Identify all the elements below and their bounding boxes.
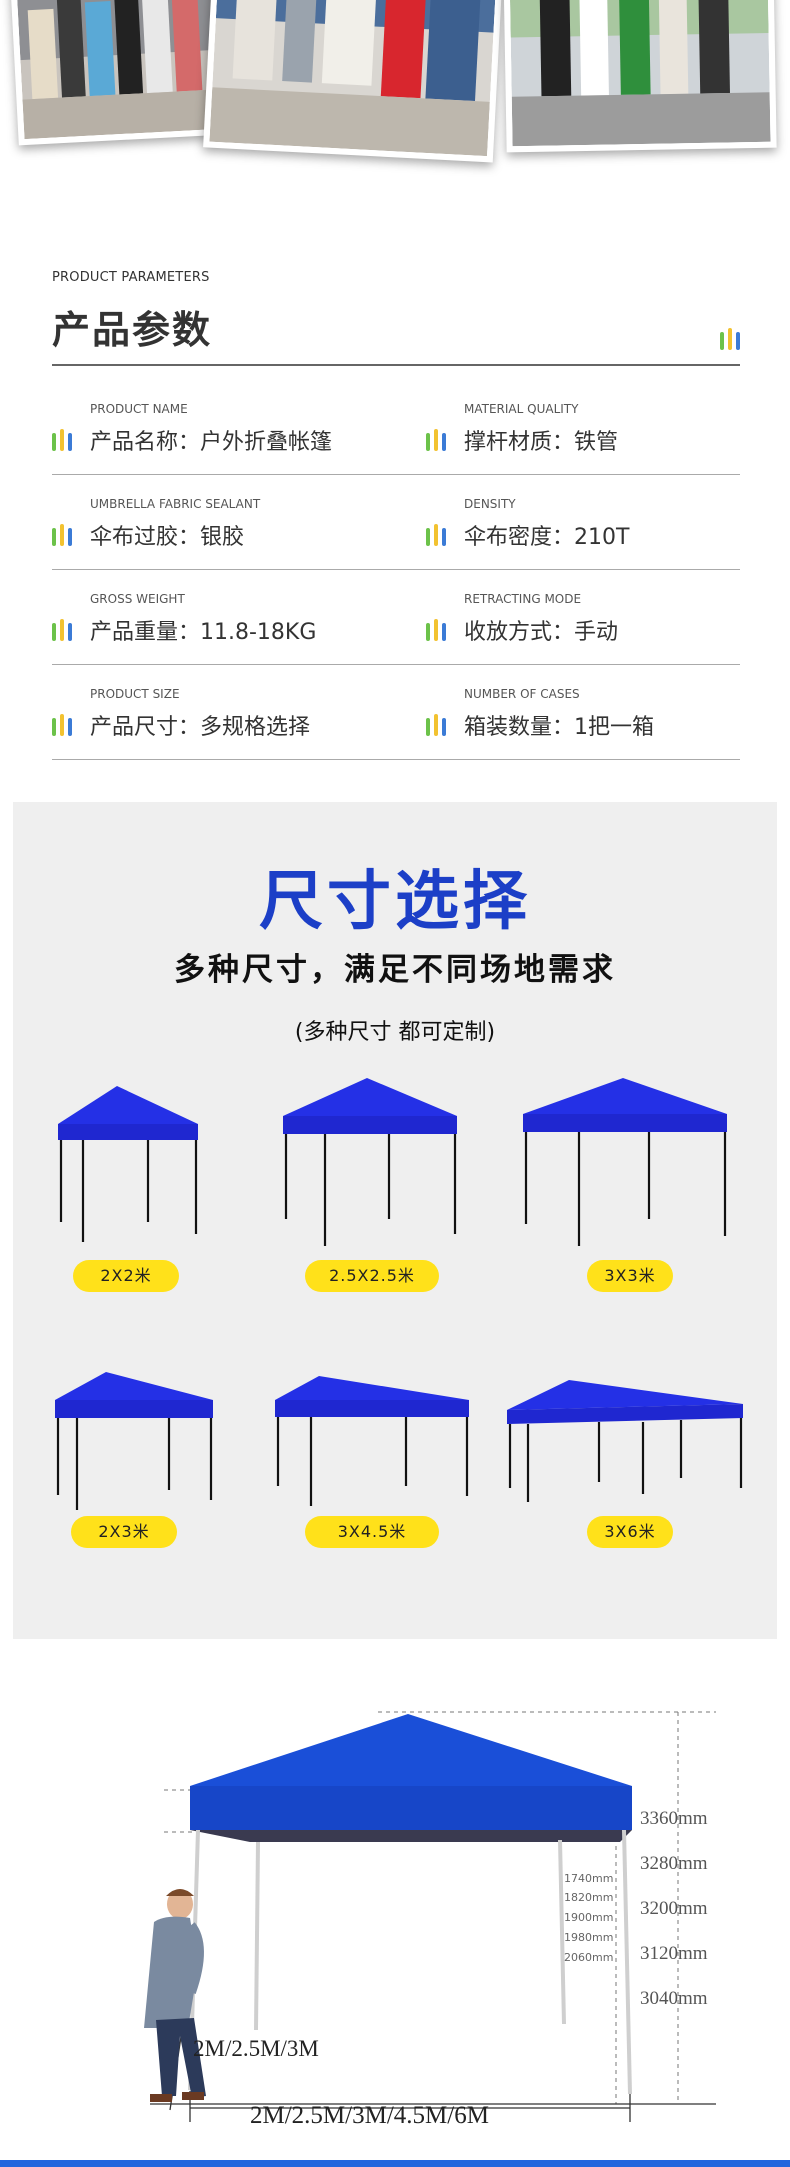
parameter-material-quality: MATERIAL QUALITY 撑杆材质：铁管 bbox=[426, 380, 770, 475]
parameter-value: 伞布过胶：银胶 bbox=[90, 525, 245, 550]
parameter-value: 产品重量：11.8-18KG bbox=[90, 620, 317, 645]
three-bars-icon bbox=[720, 328, 740, 350]
width-label: 2M/2.5M/3M/4.5M/6M bbox=[250, 2102, 489, 2129]
parameter-label-en: GROSS WEIGHT bbox=[90, 592, 185, 606]
parameter-value: 产品名称：户外折叠帐篷 bbox=[90, 430, 333, 455]
three-bars-icon bbox=[426, 429, 446, 451]
three-bars-icon bbox=[426, 619, 446, 641]
size-option-2.5x2.5[interactable]: 2.5X2.5米 bbox=[305, 1260, 439, 1292]
three-bars-icon bbox=[426, 524, 446, 546]
parameter-row: GROSS WEIGHT 产品重量：11.8-18KG RETRACTING M… bbox=[52, 570, 740, 665]
parameter-label-en: UMBRELLA FABRIC SEALANT bbox=[90, 497, 261, 511]
parameter-number-of-cases: NUMBER OF CASES 箱装数量：1把一箱 bbox=[426, 665, 770, 760]
tent-2x2-icon bbox=[53, 1082, 203, 1247]
tent-3x6-icon bbox=[503, 1378, 747, 1513]
three-bars-icon bbox=[52, 429, 72, 451]
size-option-3x4.5[interactable]: 3X4.5米 bbox=[305, 1516, 439, 1548]
parameter-label-en: MATERIAL QUALITY bbox=[464, 402, 579, 416]
size-selection-title: 尺寸选择 bbox=[259, 865, 531, 939]
size-option-3x3[interactable]: 3X3米 bbox=[587, 1260, 673, 1292]
depth-label: 2M/2.5M/3M bbox=[193, 2036, 319, 2061]
parameter-label-en: PRODUCT NAME bbox=[90, 402, 188, 416]
parameter-value: 箱装数量：1把一箱 bbox=[464, 715, 654, 740]
tent-3x4.5-icon bbox=[271, 1374, 473, 1514]
parameter-fabric-sealant: UMBRELLA FABRIC SEALANT 伞布过胶：银胶 bbox=[52, 475, 396, 570]
dimension-diagram: 3360mm 3280mm 3200mm 3120mm 3040mm 1740m… bbox=[0, 1690, 790, 2167]
size-option-3x6[interactable]: 3X6米 bbox=[587, 1516, 673, 1548]
parameter-label-en: DENSITY bbox=[464, 497, 516, 511]
three-bars-icon bbox=[426, 714, 446, 736]
parameter-retracting-mode: RETRACTING MODE 收放方式：手动 bbox=[426, 570, 770, 665]
photo-strip bbox=[0, 0, 790, 185]
three-bars-icon bbox=[52, 619, 72, 641]
height-total-3: 3200mm bbox=[640, 1898, 708, 1919]
size-selection-panel: 尺寸选择 多种尺寸，满足不同场地需求 (多种尺寸 都可定制) 2X2米 bbox=[13, 802, 777, 1639]
parameter-gross-weight: GROSS WEIGHT 产品重量：11.8-18KG bbox=[52, 570, 396, 665]
three-bars-icon bbox=[52, 714, 72, 736]
parameter-product-size: PRODUCT SIZE 产品尺寸：多规格选择 bbox=[52, 665, 396, 760]
crowd-photo-right bbox=[503, 0, 777, 153]
bottom-accent-bar bbox=[0, 2160, 790, 2167]
parameter-row: UMBRELLA FABRIC SEALANT 伞布过胶：银胶 DENSITY … bbox=[52, 475, 740, 570]
parameter-row: PRODUCT NAME 产品名称：户外折叠帐篷 MATERIAL QUALIT… bbox=[52, 380, 740, 475]
height-eave-2: 1820mm bbox=[564, 1891, 614, 1904]
parameter-value: 收放方式：手动 bbox=[464, 620, 619, 645]
parameter-value: 撑杆材质：铁管 bbox=[464, 430, 619, 455]
height-total-4: 3120mm bbox=[640, 1943, 708, 1964]
parameter-row: PRODUCT SIZE 产品尺寸：多规格选择 NUMBER OF CASES … bbox=[52, 665, 740, 760]
product-parameters: PRODUCT PARAMETERS 产品参数 PRODUCT NAME 产品名… bbox=[52, 270, 740, 760]
size-option-2x3[interactable]: 2X3米 bbox=[71, 1516, 177, 1548]
size-selection-note: (多种尺寸 都可定制) bbox=[294, 1020, 496, 1045]
parameter-label-en: RETRACTING MODE bbox=[464, 592, 582, 606]
height-eave-1: 1740mm bbox=[564, 1872, 614, 1885]
parameters-title: 产品参数 bbox=[52, 308, 213, 352]
parameter-label-en: NUMBER OF CASES bbox=[464, 687, 580, 701]
parameter-label-en: PRODUCT SIZE bbox=[90, 687, 180, 701]
height-total-1: 3360mm bbox=[640, 1808, 708, 1829]
three-bars-icon bbox=[52, 524, 72, 546]
height-eave-5: 2060mm bbox=[564, 1951, 614, 1964]
size-option-2x2[interactable]: 2X2米 bbox=[73, 1260, 179, 1292]
size-selection-subtitle: 多种尺寸，满足不同场地需求 bbox=[174, 952, 616, 988]
tent-2x3-icon bbox=[51, 1370, 217, 1515]
parameters-header-en: PRODUCT PARAMETERS bbox=[52, 270, 210, 285]
parameters-divider bbox=[52, 364, 740, 366]
tent-3x3-icon bbox=[519, 1074, 731, 1249]
height-eave-4: 1980mm bbox=[564, 1931, 614, 1944]
parameter-value: 伞布密度：210T bbox=[464, 525, 630, 550]
crowd-photo-middle bbox=[203, 0, 503, 163]
parameter-density: DENSITY 伞布密度：210T bbox=[426, 475, 770, 570]
tent-dimension-illustration bbox=[144, 1711, 716, 2122]
height-eave-3: 1900mm bbox=[564, 1911, 614, 1924]
tent-2.5x2.5-icon bbox=[279, 1074, 461, 1249]
parameter-value: 产品尺寸：多规格选择 bbox=[90, 715, 311, 740]
height-total-2: 3280mm bbox=[640, 1853, 708, 1874]
parameter-product-name: PRODUCT NAME 产品名称：户外折叠帐篷 bbox=[52, 380, 396, 475]
crowd-photo-left bbox=[9, 0, 229, 146]
height-total-5: 3040mm bbox=[640, 1988, 708, 2009]
